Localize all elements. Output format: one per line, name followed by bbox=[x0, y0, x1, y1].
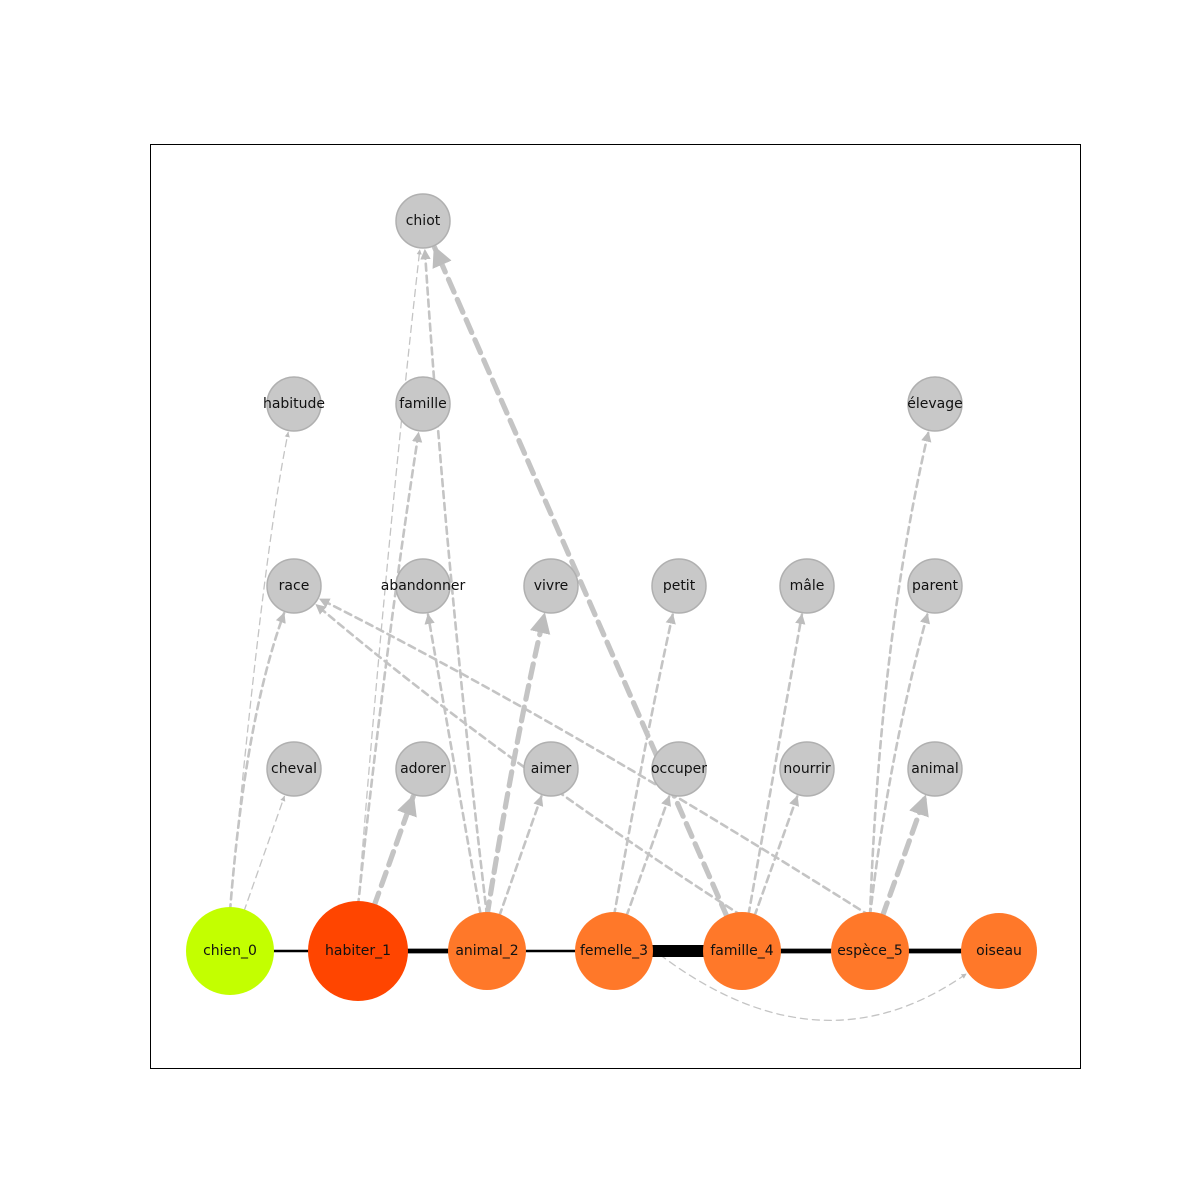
chain-node-animal_2: animal_2 bbox=[448, 912, 526, 990]
chain-node-label: espèce_5 bbox=[837, 943, 903, 959]
context-node-circle bbox=[395, 193, 451, 249]
chain-node-circle bbox=[961, 913, 1037, 989]
context-node-circle bbox=[907, 376, 963, 432]
chain-node-femelle_3: femelle_3 bbox=[575, 912, 653, 990]
context-node-male: mâle bbox=[779, 558, 835, 614]
context-node-label: race bbox=[279, 578, 310, 594]
chain-node-famille_4: famille_4 bbox=[703, 912, 781, 990]
context-node-occuper: occuper bbox=[651, 741, 707, 797]
context-node-adorer: adorer bbox=[395, 741, 451, 797]
context-node-aimer: aimer bbox=[523, 741, 579, 797]
context-node-circle bbox=[779, 741, 835, 797]
context-node-circle bbox=[651, 558, 707, 614]
context-edge-espece_5-elevage bbox=[868, 430, 932, 918]
context-node-animal: animal bbox=[907, 741, 963, 797]
context-node-circle bbox=[266, 376, 322, 432]
context-edge-habiter_1-famille bbox=[356, 431, 423, 908]
context-node-label: nourrir bbox=[783, 761, 830, 777]
context-edge-famille_4-race bbox=[314, 603, 744, 918]
context-node-label: cheval bbox=[271, 761, 317, 777]
context-node-label: mâle bbox=[790, 578, 825, 594]
chain-node-label: famille_4 bbox=[710, 943, 773, 959]
chain-node-label: femelle_3 bbox=[580, 943, 648, 959]
context-node-vivre: vivre bbox=[523, 558, 579, 614]
context-node-famille: famille bbox=[395, 376, 451, 432]
context-edge-espece_5-race bbox=[318, 597, 872, 918]
context-edge-animal_2-vivre bbox=[484, 611, 551, 919]
context-node-circle bbox=[907, 741, 963, 797]
context-node-label: aimer bbox=[531, 761, 572, 777]
context-node-label: occuper bbox=[651, 761, 707, 777]
context-edge-espece_5-parent bbox=[868, 612, 931, 918]
context-node-elevage: élevage bbox=[907, 376, 963, 432]
context-node-nourrir: nourrir bbox=[779, 741, 835, 797]
context-edge-habiter_1-adorer bbox=[371, 793, 417, 909]
context-edges bbox=[228, 244, 967, 1021]
context-node-label: vivre bbox=[534, 578, 569, 594]
context-node-parent: parent bbox=[907, 558, 963, 614]
context-node-race: race bbox=[266, 558, 322, 614]
context-node-label: habitude bbox=[263, 396, 325, 412]
chain-node-circle bbox=[703, 912, 781, 990]
context-node-circle bbox=[523, 558, 579, 614]
context-node-circle bbox=[266, 741, 322, 797]
context-node-habitude: habitude bbox=[263, 376, 325, 432]
context-edge-animal_2-aimer bbox=[497, 795, 544, 918]
context-node-circle bbox=[395, 741, 451, 797]
context-node-label: petit bbox=[663, 578, 696, 594]
chain-node-circle bbox=[186, 907, 274, 995]
chain-node-espece_5: espèce_5 bbox=[831, 912, 909, 990]
context-edge-habiter_1-chiot bbox=[357, 249, 422, 907]
context-node-cheval: cheval bbox=[266, 741, 322, 797]
context-edge-chien_0-cheval bbox=[243, 795, 286, 913]
chain-node-label: oiseau bbox=[976, 943, 1022, 959]
context-edge-animal_2-chiot bbox=[420, 248, 489, 918]
chain-node-label: habiter_1 bbox=[325, 943, 391, 959]
chain-node-circle bbox=[575, 912, 653, 990]
context-node-abandonner: abandonner bbox=[381, 558, 466, 614]
chain-node-label: chien_0 bbox=[203, 943, 257, 959]
plot-frame bbox=[150, 144, 1081, 1069]
chain-node-circle bbox=[831, 912, 909, 990]
context-node-label: adorer bbox=[400, 761, 446, 777]
context-node-label: animal bbox=[911, 761, 958, 777]
context-edge-famille_4-chiot bbox=[432, 244, 730, 920]
context-edge-animal_2-abandonner bbox=[424, 613, 482, 916]
context-node-petit: petit bbox=[651, 558, 707, 614]
context-node-circle bbox=[395, 376, 451, 432]
context-node-label: chiot bbox=[406, 213, 441, 229]
context-node-circle bbox=[266, 558, 322, 614]
context-edge-chien_0-race bbox=[228, 611, 286, 913]
context-edge-famille_4-male bbox=[747, 613, 806, 916]
context-node-label: abandonner bbox=[381, 578, 466, 594]
context-node-label: parent bbox=[912, 578, 958, 594]
chain-node-habiter_1: habiter_1 bbox=[308, 901, 408, 1001]
context-node-circle bbox=[651, 741, 707, 797]
chain-node-oiseau: oiseau bbox=[961, 913, 1037, 989]
context-edge-femelle_3-occuper bbox=[625, 795, 671, 918]
chain-node-circle bbox=[308, 901, 408, 1001]
context-node-circle bbox=[395, 558, 451, 614]
context-node-chiot: chiot bbox=[395, 193, 451, 249]
chain-node-chien_0: chien_0 bbox=[186, 907, 274, 995]
context-edge-femelle_3-oiseau bbox=[613, 915, 967, 1021]
context-edge-chien_0-habitude bbox=[229, 431, 290, 913]
context-node-label: famille bbox=[399, 396, 446, 412]
chain-node-label: animal_2 bbox=[455, 943, 518, 959]
chain-node-circle bbox=[448, 912, 526, 990]
context-node-circle bbox=[907, 558, 963, 614]
context-edge-espece_5-animal bbox=[879, 793, 929, 919]
context-node-label: élevage bbox=[907, 396, 962, 412]
context-node-circle bbox=[523, 741, 579, 797]
graph-nodes: chiot habitude famille élevage race abandonne… bbox=[186, 193, 1037, 1001]
context-node-circle bbox=[779, 558, 835, 614]
